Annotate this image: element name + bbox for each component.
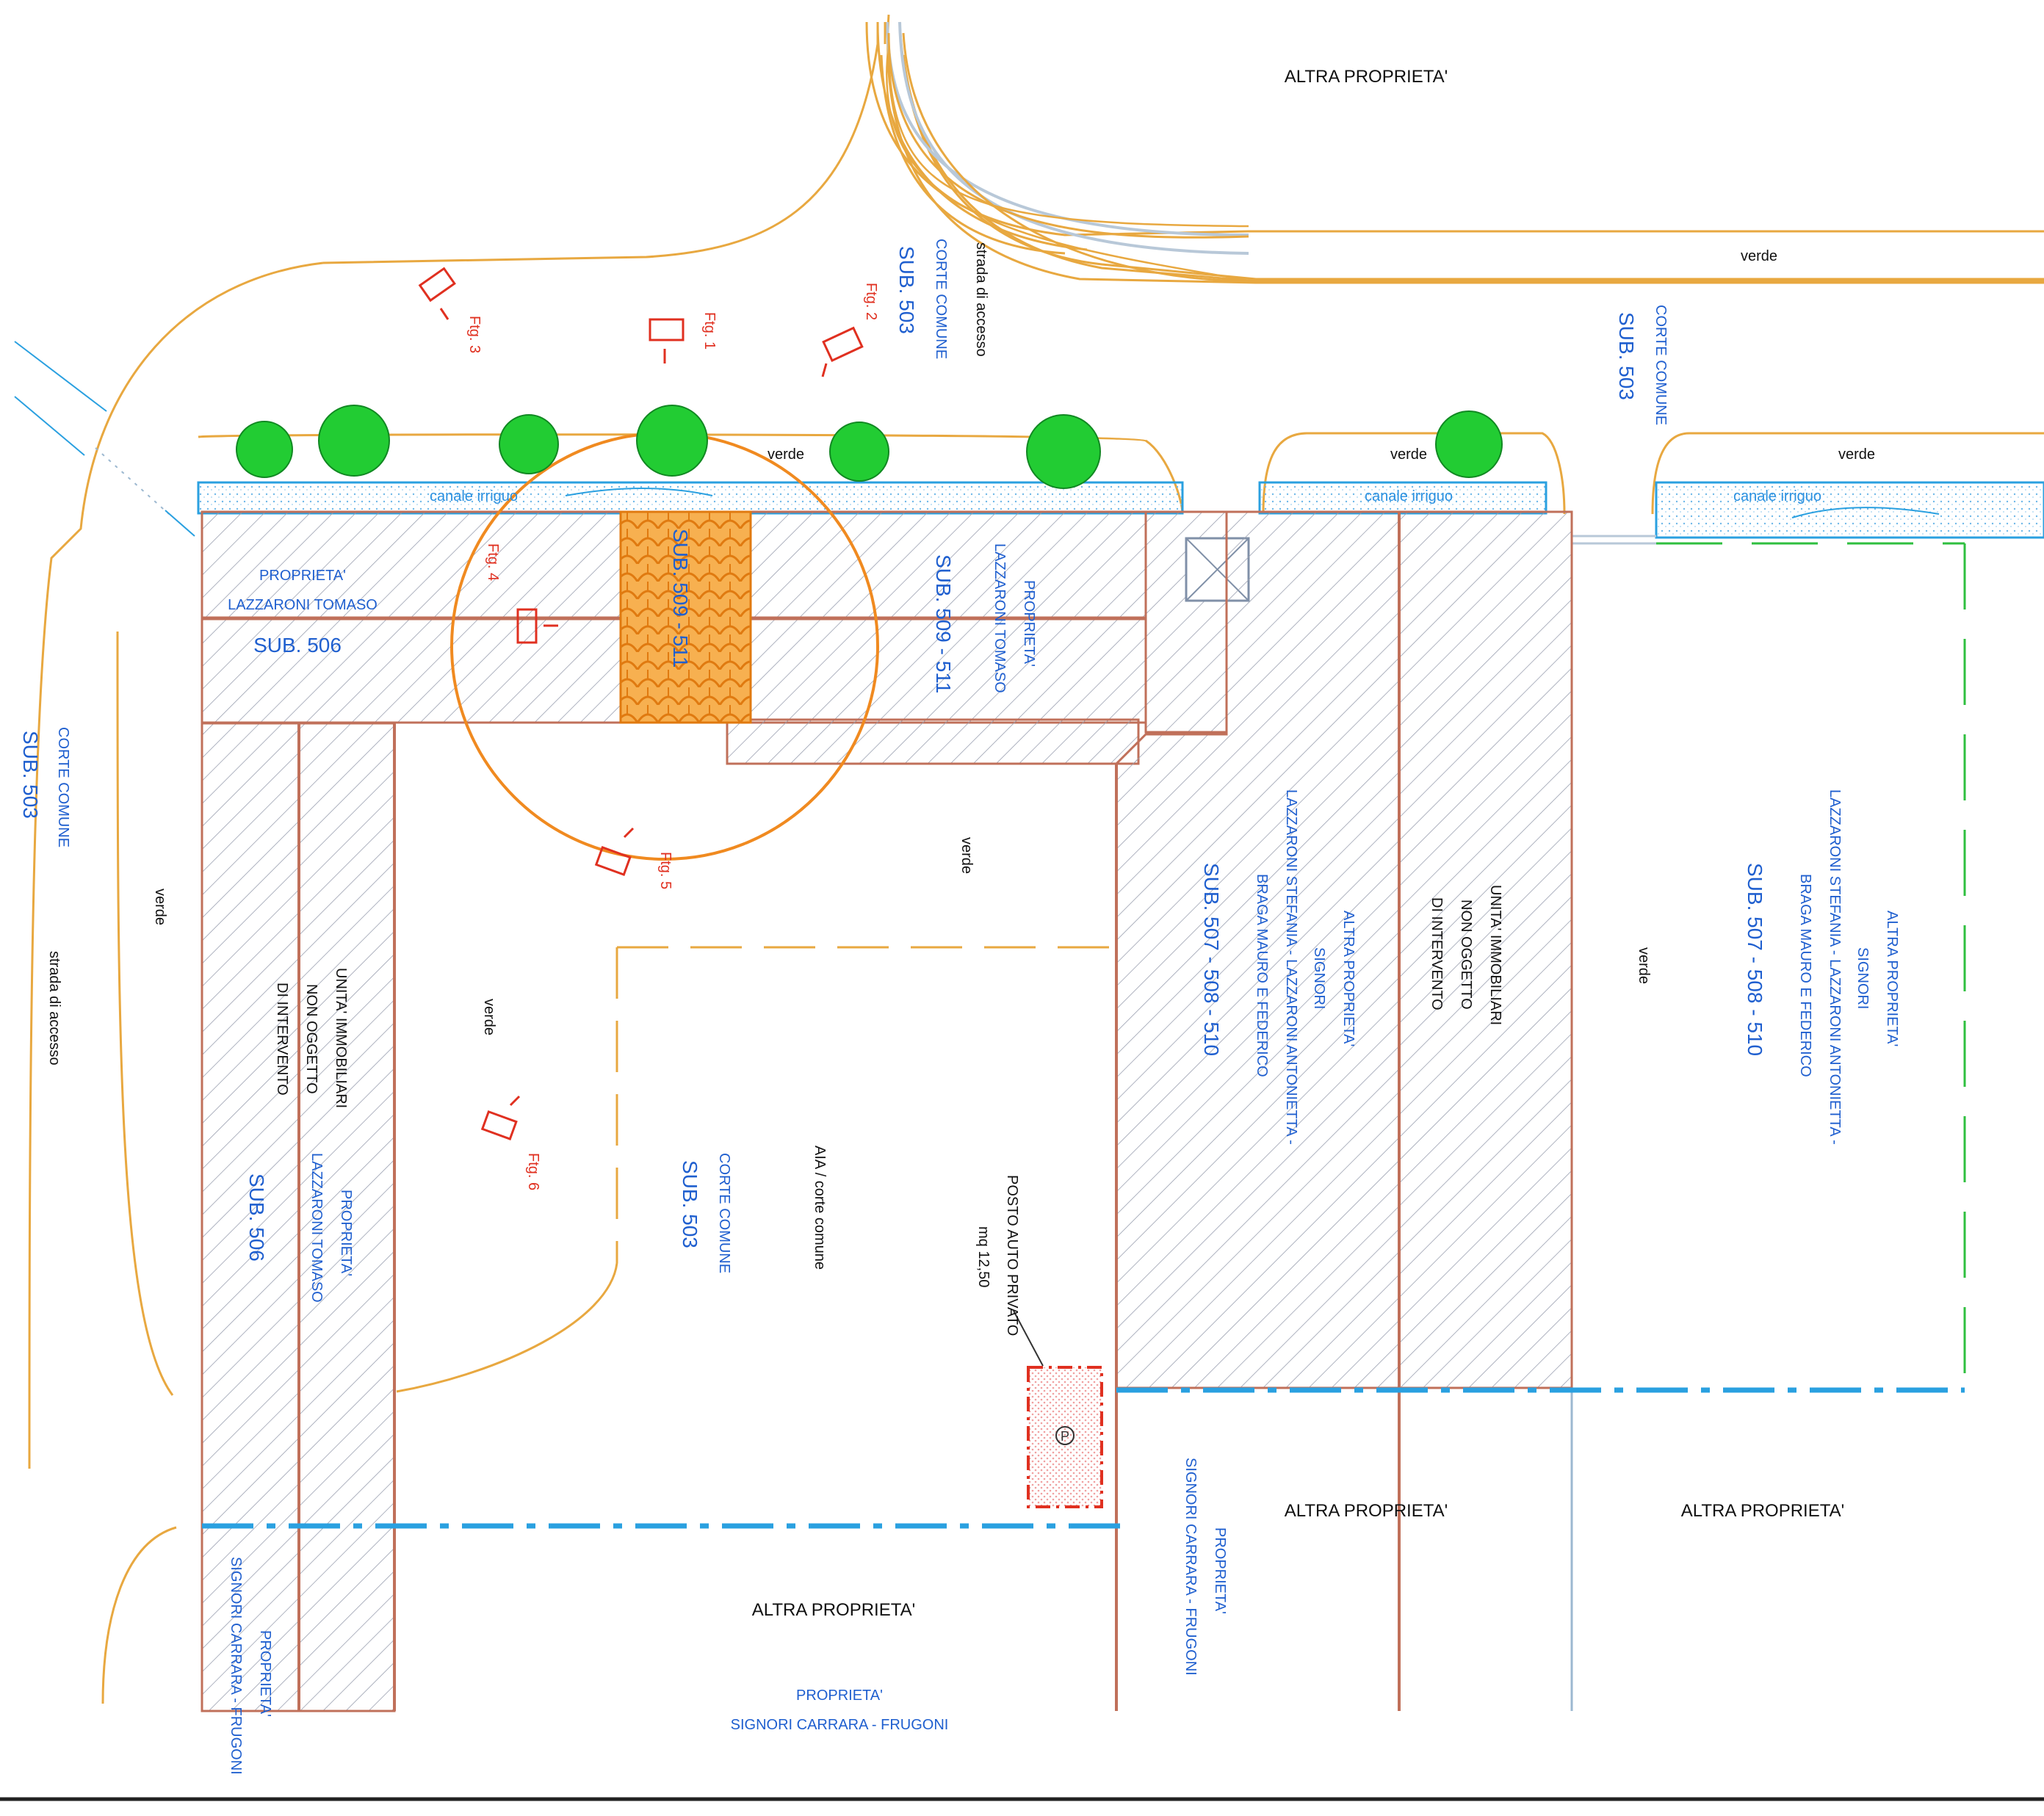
label-unita-1: UNITA' IMMOBILIARI — [333, 968, 349, 1108]
dashdot-boundaries — [202, 1387, 1965, 1529]
label-altra-sign-b1: ALTRA PROPRIETA' — [1884, 911, 1900, 1046]
label-carrara-mid-2: SIGNORI CARRARA - FRUGONI — [1182, 1458, 1199, 1676]
label-corte-top: CORTE COMUNE — [933, 239, 949, 359]
label-fig4: Ftg. 4 — [485, 543, 501, 581]
label-unita-b2: NON OGGETTO — [1458, 900, 1474, 1010]
label-corte-right: CORTE COMUNE — [1653, 305, 1669, 425]
label-verde-inner-b: verde — [958, 837, 975, 874]
label-corte-mid: CORTE COMUNE — [716, 1153, 732, 1273]
label-altra-sign-4: BRAGA MAURO E FEDERICO — [1254, 874, 1270, 1077]
parking-symbol: P — [1061, 1429, 1069, 1444]
label-altra-sign-b4: BRAGA MAURO E FEDERICO — [1797, 874, 1813, 1077]
label-sub506-top: SUB. 506 — [253, 634, 342, 656]
camera-icon — [649, 318, 685, 363]
label-verde-top-right: verde — [1741, 248, 1777, 264]
tree-icon — [318, 405, 390, 477]
label-strada-left: strada di accesso — [46, 951, 62, 1066]
camera-icon — [516, 608, 558, 644]
label-fig6: Ftg. 6 — [525, 1153, 541, 1190]
label-altra-bottom-mid: ALTRA PROPRIETA' — [1285, 1501, 1448, 1521]
label-altra-sign-2: SIGNORI — [1311, 947, 1327, 1009]
label-altra-top: ALTRA PROPRIETA' — [1285, 67, 1448, 87]
label-sub507-b: SUB. 507 - 508 - 510 — [1744, 863, 1766, 1056]
label-carrara-left-1: PROPRIETA' — [257, 1630, 273, 1717]
label-sub509-a: SUB. 509 - 511 — [669, 529, 692, 668]
label-carrara-left-2: SIGNORI CARRARA - FRUGONI — [228, 1557, 244, 1775]
parking-spot — [1013, 1310, 1103, 1508]
label-verde-right: verde — [1636, 947, 1652, 984]
tree-icon — [236, 421, 293, 478]
label-verde-strip-1: verde — [768, 446, 804, 463]
label-canale-1: canale irriguo — [430, 488, 518, 504]
label-prop-lazz-b1: PROPRIETA' — [1021, 580, 1037, 667]
label-prop-lazz-left-1: PROPRIETA' — [338, 1190, 354, 1276]
label-unita-3: DI INTERVENTO — [274, 983, 290, 1096]
label-verde-strip-3: verde — [1838, 446, 1875, 463]
label-carrara-bottom-1: PROPRIETA' — [796, 1687, 883, 1704]
label-prop-lazz-b2: LAZZARONI TOMASO — [992, 543, 1008, 693]
camera-markers — [418, 267, 864, 1140]
road-edge-lines — [14, 341, 195, 537]
green-boundary — [1656, 542, 1966, 1388]
buildings — [201, 510, 1573, 1712]
label-sub503-mid: SUB. 503 — [679, 1160, 701, 1248]
label-posto-auto-1: POSTO AUTO PRIVATO — [1004, 1175, 1020, 1336]
label-sub503-right: SUB. 503 — [1615, 312, 1638, 400]
label-unita-2: NON OGGETTO — [303, 984, 319, 1094]
label-posto-auto-2: mq 12,50 — [975, 1226, 992, 1287]
label-altra-bottom-right: ALTRA PROPRIETA' — [1681, 1501, 1844, 1521]
label-sub509-b: SUB. 509 - 511 — [932, 554, 955, 693]
label-verde-left: verde — [152, 889, 168, 925]
label-unita-b1: UNITA' IMMOBILIARI — [1487, 885, 1503, 1025]
label-altra-bottom-left: ALTRA PROPRIETA' — [752, 1600, 915, 1620]
label-sub503-left: SUB. 503 — [19, 731, 42, 819]
label-carrara-mid-1: PROPRIETA' — [1212, 1527, 1228, 1614]
tree-icon — [499, 414, 559, 474]
label-verde-inner-a: verde — [481, 999, 497, 1035]
boundary-lines — [28, 14, 2044, 1704]
label-fig2: Ftg. 2 — [863, 283, 879, 320]
label-aia: AIA / corte comune — [812, 1146, 828, 1270]
label-carrara-bottom-2: SIGNORI CARRARA - FRUGONI — [731, 1717, 949, 1733]
label-altra-sign-b2: SIGNORI — [1855, 947, 1871, 1009]
label-fig5: Ftg. 5 — [657, 852, 673, 889]
label-sub503-top: SUB. 503 — [895, 246, 918, 334]
tree-icon — [1435, 410, 1503, 478]
label-strada-top: strada di accesso — [973, 242, 989, 357]
label-prop-lazz-left-2: LAZZARONI TOMASO — [308, 1153, 325, 1303]
camera-icon — [418, 267, 456, 320]
label-canale-3: canale irriguo — [1733, 488, 1821, 504]
label-fig3: Ftg. 3 — [466, 316, 483, 353]
label-altra-sign-1: ALTRA PROPRIETA' — [1340, 911, 1357, 1046]
tree-icon — [636, 405, 708, 477]
label-unita-b3: DI INTERVENTO — [1429, 897, 1445, 1010]
label-canale-2: canale irriguo — [1365, 488, 1453, 504]
label-fig1: Ftg. 1 — [701, 312, 718, 350]
label-sub506-left: SUB. 506 — [245, 1173, 268, 1262]
tree-icon — [1026, 414, 1101, 489]
camera-icon — [821, 326, 864, 377]
tree-icon — [829, 422, 889, 482]
trees — [236, 405, 1503, 489]
label-altra-sign-b3: LAZZARONI STEFANIA - LAZZARONI ANTONIETT… — [1827, 789, 1843, 1145]
label-corte-left: CORTE COMUNE — [55, 727, 71, 847]
label-altra-sign-3: LAZZARONI STEFANIA - LAZZARONI ANTONIETT… — [1283, 789, 1299, 1145]
label-verde-strip-2: verde — [1390, 446, 1427, 463]
camera-icon — [594, 827, 635, 876]
label-prop-lazz-1: PROPRIETA' — [259, 568, 346, 584]
label-sub507-a: SUB. 507 - 508 - 510 — [1200, 863, 1223, 1056]
label-prop-lazz-2: LAZZARONI TOMASO — [228, 597, 378, 613]
camera-icon — [480, 1095, 521, 1140]
